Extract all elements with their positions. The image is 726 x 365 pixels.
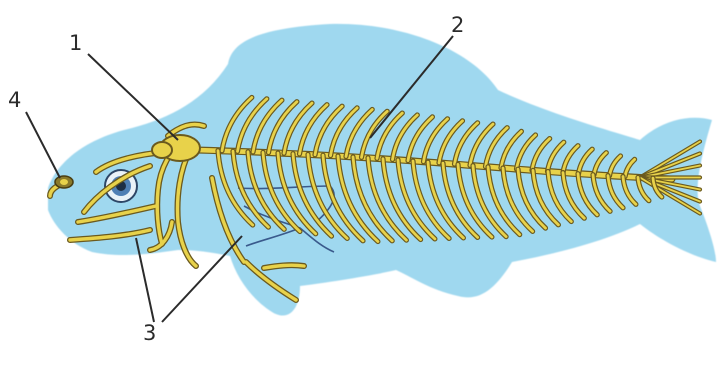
label-2: 2 [451, 15, 464, 36]
label-1: 1 [69, 33, 82, 54]
leader-line-1 [88, 54, 178, 140]
label-4: 4 [8, 90, 21, 111]
label-3: 3 [143, 323, 156, 344]
olfactory-organ [55, 176, 73, 188]
leader-line-4 [26, 112, 60, 178]
